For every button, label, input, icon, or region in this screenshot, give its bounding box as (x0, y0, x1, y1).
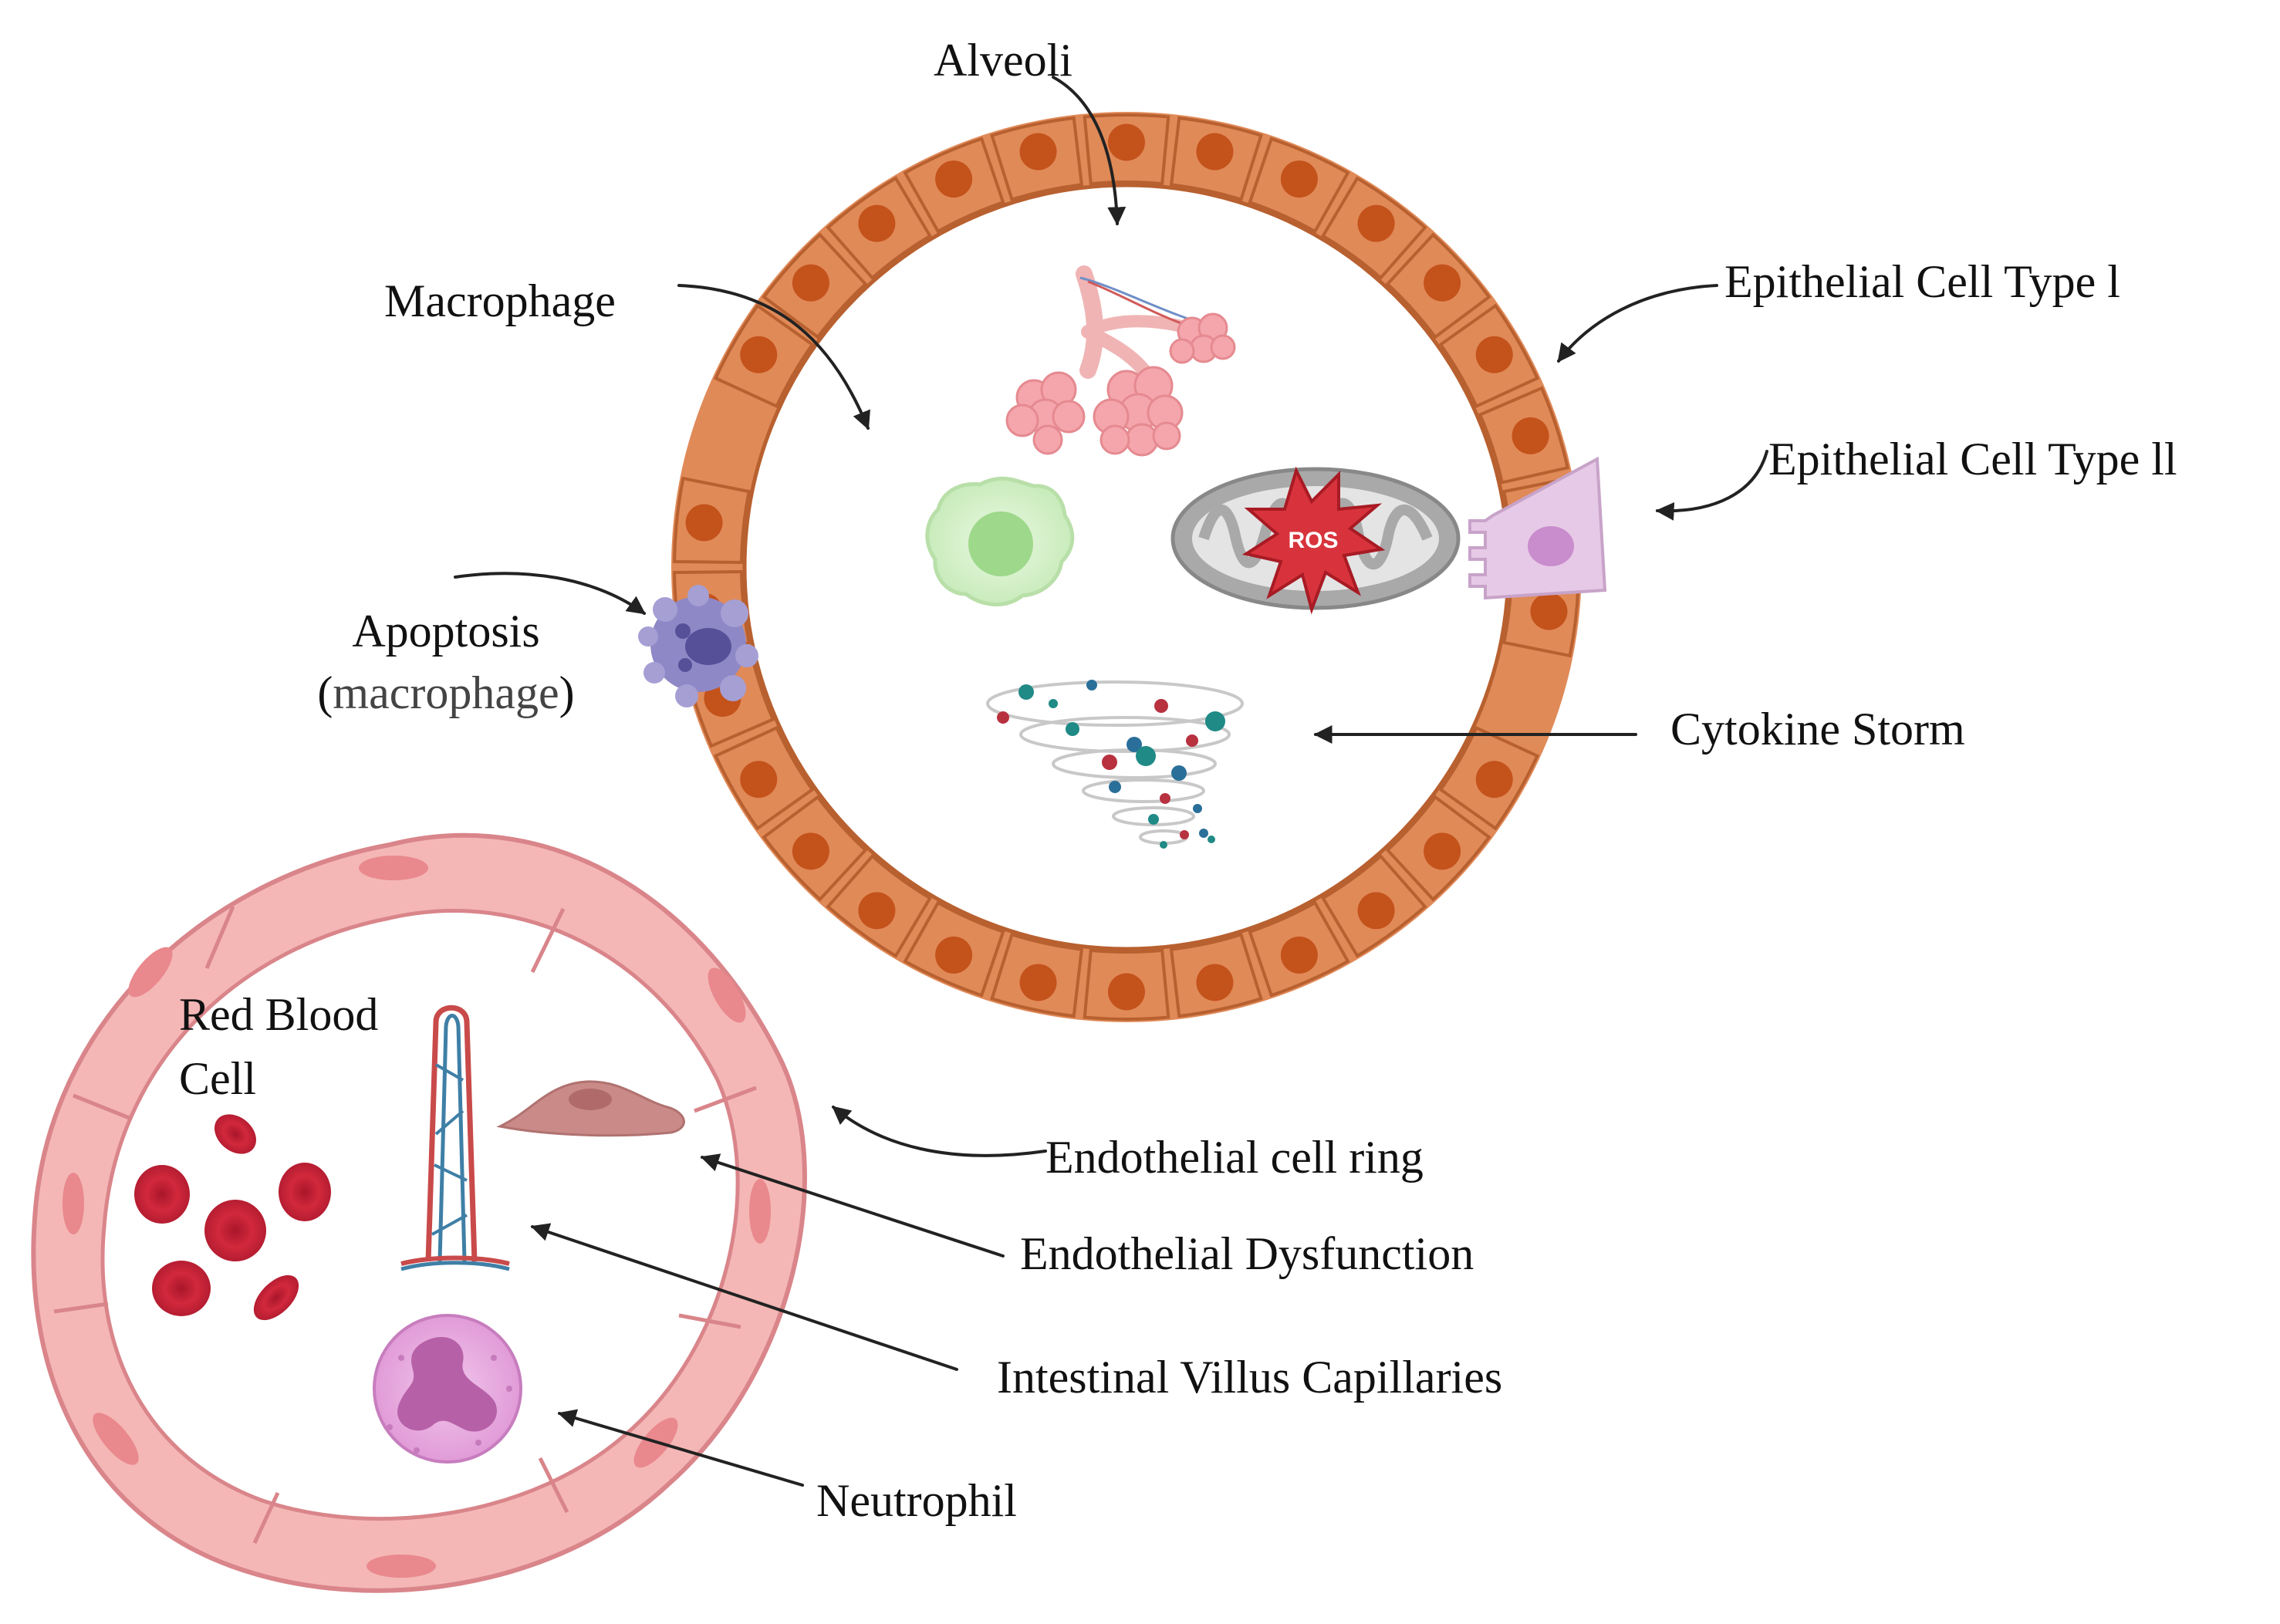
epithelial-type2-cell (1468, 456, 1607, 600)
epithelial-nucleus (1196, 964, 1234, 1001)
apoptotic-macrophage (638, 585, 758, 707)
epithelial-nucleus (1530, 593, 1568, 630)
epithelial-nucleus (1196, 133, 1234, 171)
epithelial-nucleus (1280, 160, 1318, 198)
label-red-blood-cell-line1: Red Blood (179, 989, 378, 1040)
arrow-alveoli (1052, 76, 1126, 226)
capillary (31, 832, 807, 1593)
arrow-villus-capillaries (530, 1223, 958, 1371)
red-blood-cell (279, 1163, 331, 1221)
label-epithelial-type1: Epithelial Cell Type l (1724, 256, 2120, 307)
red-blood-cell (204, 1200, 266, 1261)
label-apoptosis-subtitle: (macrophage) (317, 667, 574, 718)
epithelial-nucleus (1475, 336, 1513, 373)
epithelial-nucleus (858, 892, 896, 930)
label-epithelial-type2: Epithelial Cell Type ll (1768, 434, 2177, 484)
epithelial-nucleus (1280, 936, 1318, 974)
labels: Alveoli Macrophage Epithelial Cell Type … (179, 35, 2177, 1526)
mitochondrion-ros-icon: ROS (1170, 466, 1461, 615)
label-villus-capillaries: Intestinal Villus Capillaries (997, 1352, 1502, 1403)
arrow-endothelial-ring (832, 1106, 1047, 1157)
epithelial-nucleus (1357, 204, 1395, 242)
label-red-blood-cell-line2: Cell (179, 1053, 256, 1104)
alveolus (638, 112, 1607, 1022)
capillary-lumen (100, 909, 740, 1521)
arrow-macrophage (677, 284, 870, 430)
arrow-endothelial-dysfunction (700, 1153, 1005, 1258)
label-alveoli: Alveoli (934, 35, 1072, 86)
epithelial-nucleus (1424, 264, 1461, 302)
epithelial-nucleus (935, 160, 973, 198)
villus-capillary-icon (400, 1004, 510, 1271)
epithelial-nucleus (1357, 892, 1395, 930)
epithelial-nucleus (685, 504, 723, 542)
red-blood-cell (152, 1261, 211, 1316)
epithelial-nucleus (1019, 133, 1057, 171)
epithelial-nucleus (1108, 123, 1145, 161)
label-neutrophil: Neutrophil (816, 1475, 1017, 1526)
red-blood-cells (134, 1114, 331, 1321)
epithelial-nucleus (935, 936, 973, 974)
arrow-epithelial-type1 (1557, 284, 1718, 363)
ros-label: ROS (1288, 528, 1338, 553)
epithelial-nucleus (1475, 761, 1513, 798)
arrow-apoptosis (454, 572, 646, 615)
arrows (454, 76, 1768, 1487)
label-endothelial-dysfunction: Endothelial Dysfunction (1020, 1228, 1474, 1279)
macrophage-icon (925, 476, 1075, 606)
epithelial-nucleus (1424, 832, 1461, 870)
epithelial-nucleus (1019, 964, 1057, 1001)
epithelial-nucleus (740, 336, 778, 373)
label-endothelial-ring: Endothelial cell ring (1045, 1132, 1424, 1183)
red-blood-cell (214, 1114, 256, 1154)
arrow-epithelial-type2 (1655, 450, 1768, 521)
epithelial-nucleus (740, 761, 778, 798)
lung-alveoli-icon (1005, 265, 1236, 457)
neutrophil-icon (373, 1314, 522, 1464)
epithelial-nucleus (858, 204, 896, 242)
red-blood-cell (253, 1275, 299, 1321)
label-cytokine-storm: Cytokine Storm (1670, 704, 1965, 755)
endothelial-dysfunction-cell (496, 1080, 685, 1137)
cytokine-storm-icon (986, 680, 1244, 849)
arrow-neutrophil (557, 1409, 804, 1487)
epithelial-nucleus (792, 832, 829, 870)
epithelial-nucleus (1108, 973, 1145, 1011)
epithelial-nuclei (685, 123, 1568, 1011)
label-macrophage: Macrophage (384, 275, 616, 326)
label-apoptosis: Apoptosis (352, 606, 539, 657)
red-blood-cell (134, 1165, 190, 1224)
epithelial-nucleus (1512, 417, 1549, 454)
ros-burst-icon (1241, 466, 1386, 615)
epithelial-nucleus (792, 264, 829, 302)
